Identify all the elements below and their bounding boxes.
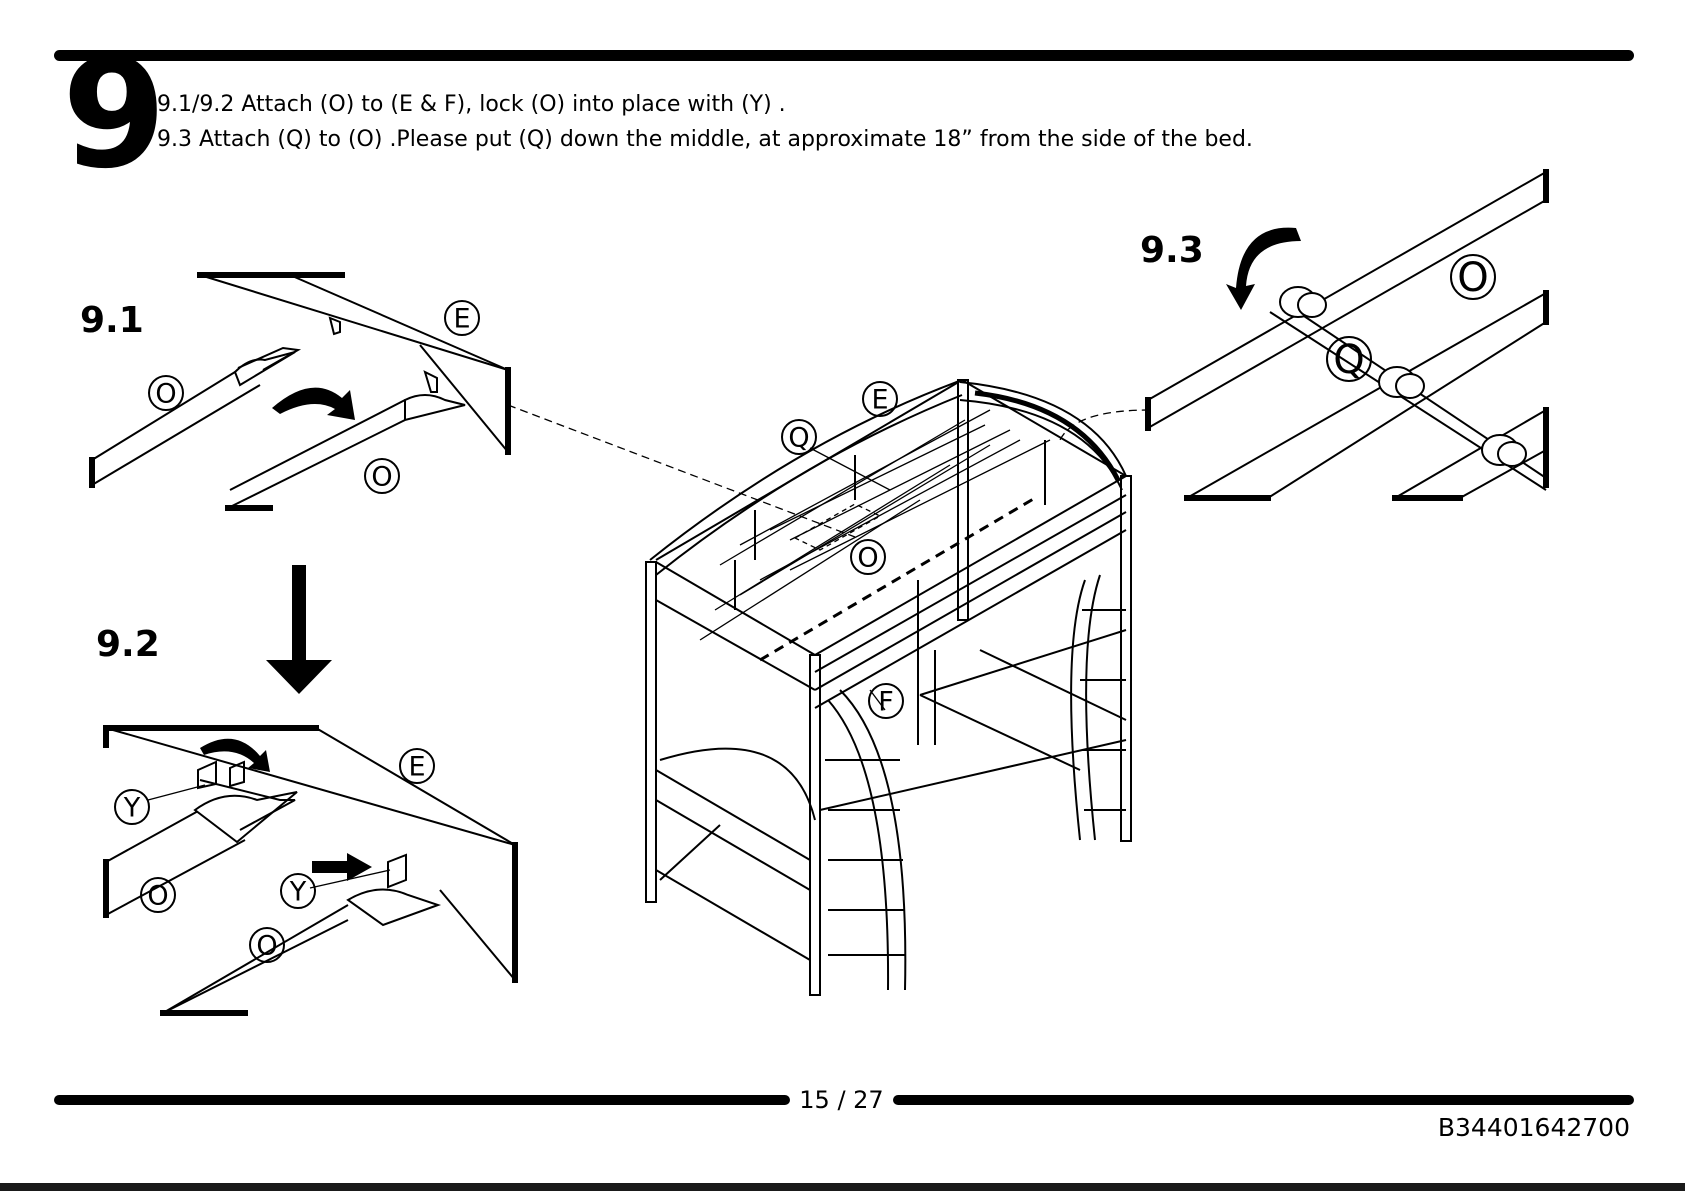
callout-E: E — [453, 304, 470, 335]
page-indicator: 15 / 27 — [790, 1086, 893, 1114]
bottom-edge-band — [0, 1183, 1685, 1191]
callout-O: O — [1457, 255, 1488, 301]
loft-bed-drawing: E Q O F — [508, 380, 1150, 995]
sub-step-label-9-3: 9.3 — [1140, 230, 1204, 271]
document-code: B34401642700 — [1438, 1113, 1630, 1142]
callout-O: O — [857, 543, 878, 574]
sub-step-label-9-2: 9.2 — [96, 624, 160, 665]
callout-Y: Y — [123, 793, 141, 824]
sub-step-label-9-1: 9.1 — [80, 300, 144, 341]
footer-divider-left — [54, 1095, 790, 1105]
arrow-down-icon — [266, 565, 332, 694]
callout-O: O — [147, 881, 168, 912]
callout-O: O — [256, 931, 277, 962]
callout-O: O — [155, 379, 176, 410]
footer-divider-right — [893, 1095, 1634, 1105]
detail-9-1: 9.1 O E O — [80, 275, 508, 508]
callout-O: O — [371, 462, 392, 493]
callout-E: E — [408, 752, 425, 783]
callout-Q: Q — [788, 423, 809, 454]
callout-Q: Q — [1333, 337, 1364, 383]
callout-Y: Y — [289, 877, 307, 908]
callout-F: F — [878, 687, 894, 718]
detail-9-3: 9.3 O Q — [1140, 172, 1546, 498]
callout-E: E — [871, 385, 888, 416]
